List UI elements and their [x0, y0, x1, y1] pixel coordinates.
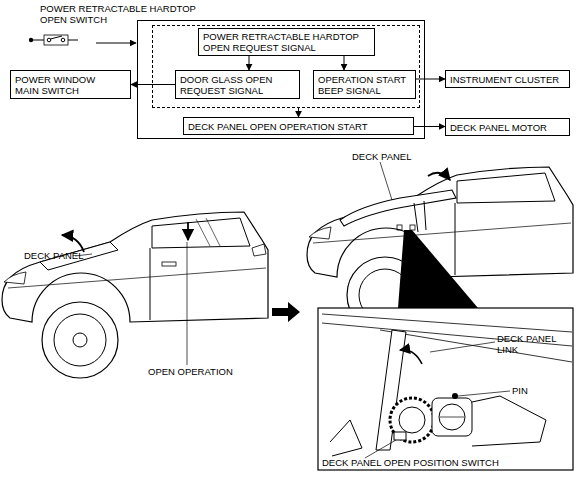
glass-hatch	[206, 218, 220, 246]
door-line	[150, 248, 151, 320]
location-mark	[410, 225, 415, 230]
callout-wedge	[398, 230, 478, 308]
motor-bracket	[472, 396, 546, 446]
signal-arrow	[414, 126, 445, 127]
signal-box: POWER WINDOW MAIN SWITCH	[10, 70, 131, 99]
box-text: DOOR GLASS OPEN REQUEST SIGNAL	[180, 74, 295, 96]
control-unit-frame: POWER RETRACTABLE HARDTOP OPEN REQUEST S…	[152, 25, 420, 108]
motion-arrow	[187, 222, 189, 240]
leader-line	[380, 162, 392, 200]
character-line	[313, 223, 571, 243]
leader-line	[187, 242, 188, 365]
deck-panel-raised	[340, 190, 456, 226]
part-label: POWER RETRACTABLE HARDTOP OPEN SWITCH	[40, 3, 205, 25]
motion-arrow	[428, 173, 450, 180]
wheel-hub	[73, 333, 87, 347]
signal-box: DECK PANEL OPEN OPERATION START	[183, 117, 414, 135]
part-label: OPEN OPERATION	[148, 366, 233, 377]
box-text: INSTRUMENT CLUSTER	[450, 74, 559, 85]
pin-symbol	[452, 393, 458, 399]
signal-arrow	[249, 56, 250, 70]
signal-box: POWER RETRACTABLE HARDTOP OPEN REQUEST S…	[198, 28, 375, 56]
motor-housing	[432, 398, 472, 436]
gear-hub	[399, 407, 425, 433]
signal-box: DECK PANEL MOTOR	[445, 118, 570, 136]
wheel	[42, 302, 118, 378]
box-text: DECK PANEL OPEN OPERATION START	[188, 121, 367, 132]
part-label: PIN	[512, 385, 528, 396]
hinge-bracket	[330, 420, 362, 456]
leader-line	[365, 440, 396, 458]
position-switch	[394, 432, 406, 440]
part-label: DECK PANEL	[24, 250, 83, 261]
deck-panel-link	[376, 330, 406, 450]
character-line	[8, 268, 266, 288]
door-glass	[457, 173, 555, 203]
glass-hatch	[196, 219, 210, 246]
transition-arrow	[272, 302, 300, 322]
motion-arrow	[62, 235, 84, 252]
switch-wire	[31, 40, 44, 41]
signal-box: OPERATION START BEEP SIGNAL	[313, 70, 416, 99]
box-text: DECK PANEL MOTOR	[450, 122, 547, 133]
door-line	[455, 203, 456, 275]
car-body	[307, 167, 573, 277]
control-unit-frame: POWER RETRACTABLE HARDTOP OPEN REQUEST S…	[137, 20, 425, 139]
box-text: POWER WINDOW MAIN SWITCH	[15, 74, 111, 96]
door-mirror	[252, 244, 266, 256]
switch-body	[44, 35, 68, 45]
motor-body	[439, 404, 465, 430]
box-text: POWER RETRACTABLE HARDTOP OPEN REQUEST S…	[203, 31, 370, 53]
signal-arrow	[298, 108, 299, 117]
box-text: OPERATION START BEEP SIGNAL	[318, 74, 411, 96]
rear-lamp	[309, 227, 331, 239]
detail-inset	[318, 308, 573, 470]
signal-arrow	[344, 56, 345, 70]
signal-box: DOOR GLASS OPEN REQUEST SIGNAL	[175, 70, 300, 99]
switch-contact	[61, 38, 65, 42]
wheel-rim	[54, 314, 106, 366]
drive-gear	[390, 398, 434, 442]
leader-line	[458, 391, 510, 396]
signal-box: INSTRUMENT CLUSTER	[445, 70, 570, 88]
door-handle	[162, 262, 176, 266]
signal-arrow	[416, 79, 445, 80]
car-left	[2, 212, 268, 378]
deck-panel-strut	[424, 201, 426, 230]
leader-line	[430, 342, 495, 352]
part-label: DECK PANEL OPEN POSITION SWITCH	[322, 457, 499, 468]
switch-wire	[68, 40, 78, 41]
motor-detail	[440, 417, 464, 418]
location-mark	[397, 225, 402, 230]
rear-lamp	[4, 272, 26, 284]
motion-arrow	[400, 350, 422, 364]
part-label: DECK PANEL	[352, 151, 411, 162]
switch-contact	[47, 38, 51, 42]
part-label: DECK PANEL LINK	[497, 333, 569, 355]
panel-edge	[380, 330, 572, 362]
panel-edge	[322, 314, 572, 332]
door-glass	[152, 218, 250, 248]
car-body	[2, 212, 268, 322]
switch-lever	[51, 36, 63, 39]
signal-arrow	[96, 43, 136, 44]
